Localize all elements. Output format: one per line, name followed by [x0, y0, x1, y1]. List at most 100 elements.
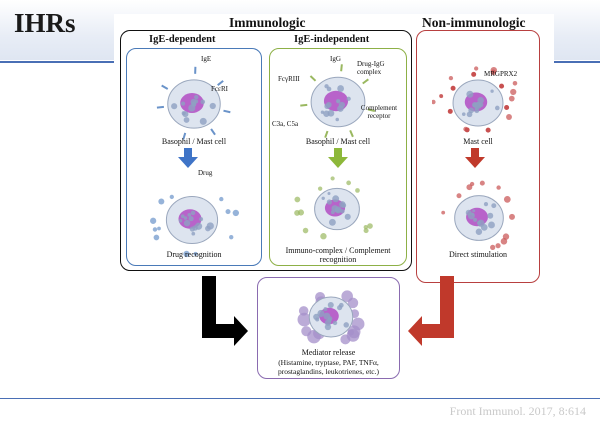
granule-icon	[169, 194, 174, 200]
granule-icon	[183, 117, 190, 123]
mediator-title: Mediator release	[301, 348, 356, 357]
granule-icon	[332, 320, 338, 326]
granule-icon	[335, 117, 339, 122]
granule-icon	[495, 243, 501, 249]
granule-icon	[475, 228, 483, 236]
granule-icon	[182, 111, 189, 118]
granule-icon	[193, 251, 198, 256]
granule-icon	[474, 108, 480, 114]
granule-icon	[157, 226, 161, 231]
receptor-icon	[504, 104, 510, 110]
mediator-panel	[257, 277, 400, 379]
granule-icon	[200, 99, 206, 105]
red-elbow-arrow-icon	[408, 276, 454, 346]
granule-icon	[330, 210, 335, 215]
granule-icon	[187, 213, 192, 217]
granule-icon	[320, 233, 327, 240]
antibody-icon	[300, 103, 308, 107]
granule-icon	[490, 69, 497, 76]
granule-icon	[294, 196, 301, 203]
granule-icon	[158, 198, 165, 205]
granule-icon	[346, 96, 351, 101]
granule-icon	[463, 126, 469, 132]
granule-icon	[472, 102, 478, 108]
granule-icon	[183, 250, 190, 258]
granule-icon	[199, 117, 207, 125]
drug-recognition-label: Drug recognition	[166, 250, 222, 259]
granule-icon	[330, 176, 335, 181]
black-elbow-arrow-icon	[202, 276, 248, 346]
receptor-icon	[471, 71, 477, 77]
granule-icon	[466, 90, 474, 98]
granule-icon	[478, 102, 484, 108]
cell-icon	[150, 194, 240, 258]
granule-icon	[150, 217, 157, 224]
antibody-icon	[161, 84, 169, 90]
granule-icon	[477, 220, 482, 225]
receptor-icon	[447, 108, 453, 114]
receptor-icon	[450, 85, 456, 91]
cell-icon	[156, 66, 231, 140]
granule-icon	[321, 196, 325, 200]
immunologic-frame	[120, 30, 412, 271]
blue-down-arrow-icon	[178, 148, 198, 168]
complement-receptor-label: Complement receptor	[360, 104, 398, 120]
granule-icon	[494, 105, 500, 111]
granule-icon	[327, 317, 332, 323]
granule-icon	[297, 312, 312, 327]
granule-icon	[487, 212, 494, 219]
granule-icon	[326, 86, 332, 92]
granule-icon	[340, 334, 351, 345]
mediator-line2: prostaglandins, leukotrienes, etc.)	[277, 367, 379, 376]
granule-icon	[297, 209, 305, 216]
granule-icon	[441, 210, 446, 215]
granule-icon	[209, 102, 216, 110]
granule-icon	[327, 301, 334, 309]
granule-icon	[347, 297, 359, 309]
granule-icon	[477, 97, 485, 104]
antibody-icon	[349, 129, 354, 138]
granule-icon	[317, 186, 323, 191]
granule-icon	[324, 323, 332, 331]
granule-icon	[194, 94, 199, 100]
granule-icon	[337, 105, 344, 112]
drug-label: Drug	[198, 169, 213, 177]
granule-icon	[188, 216, 194, 222]
granule-icon	[355, 188, 360, 193]
non-immunologic-panel	[416, 30, 540, 283]
antibody-icon	[156, 105, 164, 109]
granule-icon	[317, 309, 325, 318]
granule-icon	[483, 202, 489, 207]
granule-icon	[363, 228, 369, 234]
granule-icon	[183, 219, 191, 227]
granule-icon	[337, 85, 344, 92]
antibody-icon	[367, 108, 376, 113]
granule-icon	[337, 305, 343, 311]
ige-independent-panel	[269, 48, 407, 266]
antibody-icon	[324, 130, 329, 138]
ige-label: IgE	[201, 55, 212, 63]
granule-icon	[508, 95, 515, 102]
non-immunologic-heading: Non-immunologic	[422, 15, 526, 30]
granule-icon	[473, 217, 478, 222]
granule-icon	[439, 93, 443, 98]
granule-icon	[199, 217, 204, 222]
granule-icon	[472, 209, 476, 213]
antibody-icon	[182, 132, 187, 140]
footer-rule	[0, 398, 600, 399]
cell-icon	[297, 290, 365, 345]
granule-icon	[340, 202, 347, 209]
receptor-icon	[499, 83, 505, 89]
granule-icon	[346, 180, 351, 186]
antibody-icon	[223, 109, 231, 114]
granule-icon	[191, 231, 196, 236]
igg-label: IgG	[330, 55, 341, 63]
granule-icon	[324, 103, 330, 110]
ige-dependent-title: IgE-dependent	[149, 34, 216, 45]
antibody-icon	[217, 80, 224, 86]
granule-icon	[488, 221, 495, 229]
granule-icon	[225, 209, 231, 215]
granule-icon	[490, 89, 494, 93]
granule-icon	[328, 218, 336, 226]
figure: Immunologic Non-immunologic IgE-dependen…	[114, 14, 554, 379]
